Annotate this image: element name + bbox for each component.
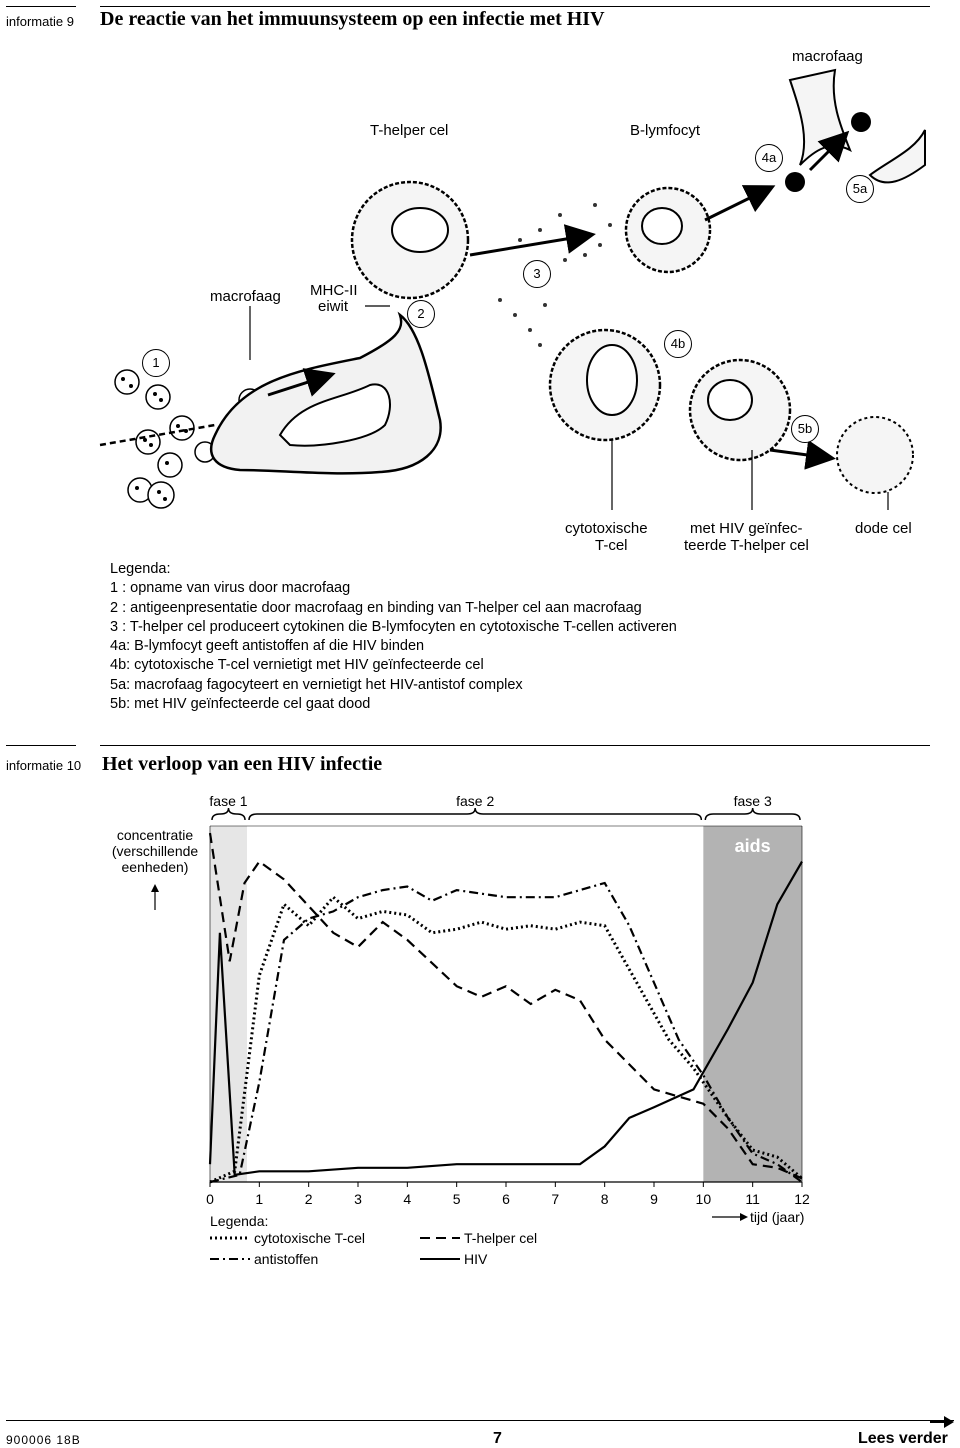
info9-legend-title: Legenda: bbox=[110, 561, 171, 577]
chart-legend-title: Legenda: bbox=[210, 1213, 268, 1229]
footer-page-number: 7 bbox=[493, 1430, 502, 1447]
phase-label: fase 2 bbox=[456, 793, 494, 809]
info9-title: De reactie van het immuunsysteem op een … bbox=[100, 8, 605, 30]
x-tick-label: 2 bbox=[305, 1191, 313, 1207]
x-tick-label: 1 bbox=[255, 1191, 263, 1207]
x-tick-label: 5 bbox=[453, 1191, 461, 1207]
label-dead: dode cel bbox=[855, 520, 912, 537]
xlabel-arrowhead bbox=[740, 1213, 748, 1221]
label-macrofaag-left: macrofaag bbox=[210, 288, 281, 305]
phase-label: fase 3 bbox=[734, 793, 772, 809]
chart-legend-item: HIV bbox=[464, 1251, 488, 1267]
info10-tag: informatie 10 bbox=[6, 758, 82, 773]
series-cytotoxische-t-cel bbox=[209, 895, 803, 1184]
label-t-helper: T-helper cel bbox=[370, 122, 449, 139]
y-axis-label: eenheden) bbox=[122, 859, 189, 875]
macrofaag-top-cell bbox=[788, 68, 852, 166]
phase-brace bbox=[704, 807, 801, 821]
marker-3: 3 bbox=[523, 260, 551, 288]
info9-tag-rule bbox=[6, 6, 76, 7]
marker-4a: 4a bbox=[755, 144, 783, 172]
dead-cell bbox=[836, 416, 914, 494]
label-mhc-2: eiwit bbox=[318, 298, 349, 315]
immune-reaction-illustration bbox=[99, 68, 926, 510]
info9-legend-item: 2 : antigeenpresentatie door macrofaag e… bbox=[110, 599, 642, 616]
x-tick-label: 11 bbox=[745, 1191, 760, 1207]
info9-tag: informatie 9 bbox=[6, 14, 74, 29]
virus-particles bbox=[114, 369, 262, 509]
x-tick-label: 10 bbox=[696, 1191, 712, 1207]
x-tick-label: 0 bbox=[206, 1191, 214, 1207]
label-b-lymfocyt: B-lymfocyt bbox=[630, 122, 701, 139]
phase-brace bbox=[248, 807, 703, 821]
label-infected-2: teerde T-helper cel bbox=[684, 537, 809, 554]
info10-title-rule bbox=[100, 745, 930, 746]
x-tick-label: 8 bbox=[601, 1191, 609, 1207]
phase-brace bbox=[211, 807, 246, 821]
marker-5b: 5b bbox=[791, 415, 819, 443]
marker-2: 2 bbox=[407, 300, 435, 328]
info9-legend-item: 5a: macrofaag fagocyteert en vernietigt … bbox=[110, 676, 523, 693]
info9-legend-item: 5b: met HIV geïnfecteerde cel gaat dood bbox=[110, 696, 371, 713]
y-axis-label: concentratie bbox=[117, 827, 193, 843]
footer-rule bbox=[6, 1420, 954, 1421]
label-cytotox-1: cytotoxische bbox=[565, 520, 648, 537]
label-macrofaag-top: macrofaag bbox=[792, 48, 863, 65]
marker-1: 1 bbox=[142, 349, 170, 377]
ylabel-arrowhead bbox=[151, 884, 159, 892]
chart-legend-item: T-helper cel bbox=[464, 1230, 537, 1246]
x-tick-label: 9 bbox=[650, 1191, 658, 1207]
x-tick-label: 6 bbox=[502, 1191, 510, 1207]
series-hiv bbox=[208, 861, 803, 1177]
series-antistoffen bbox=[209, 881, 803, 1184]
x-tick-label: 12 bbox=[794, 1191, 810, 1207]
series-t-helper-cel bbox=[208, 832, 803, 1180]
phase-shade bbox=[703, 826, 802, 1182]
arrow-right-icon bbox=[930, 1416, 954, 1428]
info9-legend-item: 4b: cytotoxische T-cel vernietigt met HI… bbox=[110, 657, 484, 674]
info9-legend: Legenda: 1 : opname van virus door macro… bbox=[110, 560, 677, 714]
marker-4b: 4b bbox=[664, 330, 692, 358]
footer-next: Lees verder bbox=[858, 1430, 948, 1447]
phase-label: fase 1 bbox=[209, 793, 247, 809]
x-tick-label: 4 bbox=[403, 1191, 411, 1207]
info10-tag-rule bbox=[6, 745, 76, 746]
aids-label: aids bbox=[735, 836, 771, 856]
x-tick-label: 3 bbox=[354, 1191, 362, 1207]
label-cytotox-2: T-cel bbox=[595, 537, 628, 554]
chart-legend-item: antistoffen bbox=[254, 1251, 318, 1267]
info9-legend-item: 1 : opname van virus door macrofaag bbox=[110, 580, 351, 597]
x-tick-label: 7 bbox=[551, 1191, 559, 1207]
chart-legend-item: cytotoxische T-cel bbox=[254, 1230, 365, 1246]
info9-title-rule bbox=[100, 6, 930, 7]
x-axis-label: tijd (jaar) bbox=[750, 1209, 804, 1225]
footer-code: 900006 18B bbox=[6, 1433, 81, 1447]
marker-5a: 5a bbox=[846, 175, 874, 203]
label-mhc-1: MHC-II bbox=[310, 282, 358, 299]
info9-legend-item: 4a: B-lymfocyt geeft antistoffen af die … bbox=[110, 638, 425, 655]
label-infected-1: met HIV geïnfec- bbox=[690, 520, 803, 537]
y-axis-label: (verschillende bbox=[112, 843, 199, 859]
info9-legend-item: 3 : T-helper cel produceert cytokinen di… bbox=[110, 618, 677, 635]
info10-title: Het verloop van een HIV infectie bbox=[102, 753, 383, 775]
